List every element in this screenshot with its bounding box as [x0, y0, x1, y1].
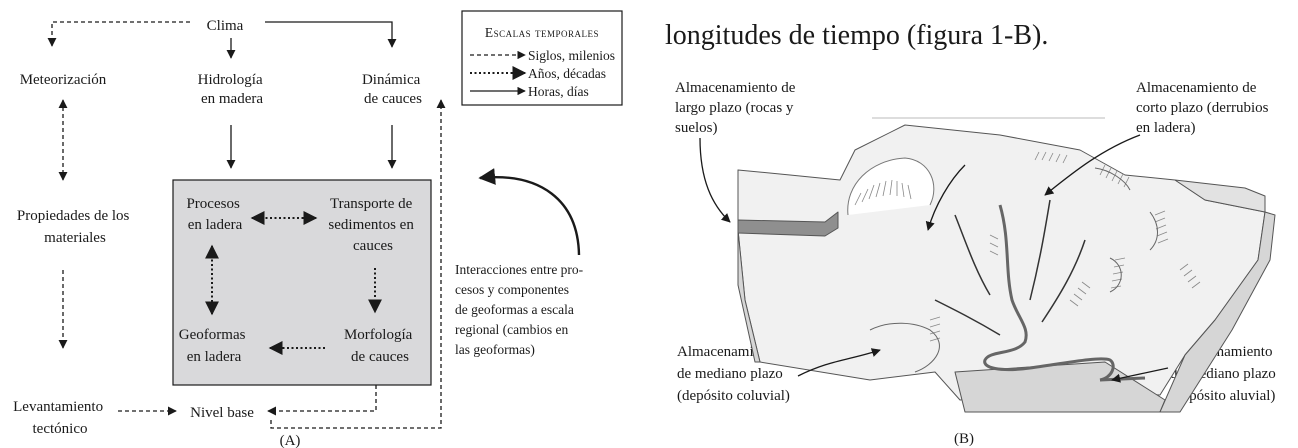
- terrain-block: [737, 117, 1276, 413]
- arrow-interacciones-curve: [478, 168, 581, 256]
- meteorizacion-label: Meteorización: [20, 72, 107, 88]
- legend-label-solid: Horas, días: [528, 84, 589, 99]
- legend-label-dotted: Años, décadas: [528, 66, 606, 81]
- tributary-1: [954, 214, 991, 296]
- largo-plazo-label: Almacenamiento de largo plazo (rocas y s…: [675, 80, 799, 136]
- legend: Escalas temporales Siglos, milenios Años…: [461, 10, 623, 106]
- leader-corto-plazo-2: [925, 164, 966, 231]
- leader-corto-plazo-1: [1044, 134, 1141, 196]
- panel-b-heading: longitudes de tiempo (figura 1-B).: [665, 20, 1048, 51]
- hidrologia-label: Hidrología en madera: [198, 72, 267, 107]
- levantamiento-label: Levantamiento tectónico: [13, 399, 107, 437]
- panel-b: longitudes de tiempo (figura 1-B). Almac…: [665, 20, 1276, 447]
- morfologia-label: Morfología de cauces: [344, 327, 416, 365]
- arrow-clima-dinamica: [265, 21, 397, 48]
- tributary-3: [1041, 239, 1086, 323]
- dinamica-label: Dinámica de cauces: [362, 72, 424, 107]
- arrow-box-nivelbase: [267, 385, 377, 416]
- interacciones-label: Interacciones entre pro- cesos y compone…: [455, 262, 587, 357]
- corto-plazo-label: Almacenamiento de corto plazo (derrubios…: [1136, 80, 1272, 136]
- procesos-ladera-label: Procesos en ladera: [186, 196, 243, 233]
- geoformas-label: Geoformas en ladera: [179, 327, 249, 365]
- terrain-right-face: [1159, 211, 1276, 413]
- panel-b-leaders: [699, 134, 1169, 383]
- transporte-label: Transporte de sedimentos en cauces: [328, 196, 417, 254]
- river-main: [983, 204, 1115, 382]
- arrow-feedback-loop: [270, 99, 446, 429]
- legend-title: Escalas temporales: [485, 25, 599, 40]
- nivel-base-label: Nivel base: [190, 405, 254, 421]
- panel-a-arrows: [47, 21, 581, 429]
- caption-b: (B): [954, 431, 974, 447]
- leader-mediano-coluvial: [797, 348, 881, 377]
- leader-mediano-aluvial: [1111, 367, 1169, 383]
- tributary-2: [1029, 199, 1051, 301]
- terrain-terrace: [1174, 179, 1266, 213]
- rock-strata-band: [737, 211, 839, 237]
- slope-outlines: [869, 167, 1158, 373]
- arrow-clima-meteorizacion: [47, 21, 190, 47]
- propiedades-label: Propiedades de los materiales: [17, 208, 133, 246]
- legend-box: [461, 10, 623, 106]
- tributary-4: [934, 299, 1001, 336]
- panel-a: Clima Meteorización Hidrología en madera…: [13, 10, 623, 448]
- river-outlet: [1099, 376, 1146, 382]
- leader-largo-plazo: [699, 137, 731, 223]
- legend-label-dashed: Siglos, milenios: [528, 48, 615, 63]
- clima-label: Clima: [207, 18, 244, 34]
- caption-a: (A): [280, 433, 301, 448]
